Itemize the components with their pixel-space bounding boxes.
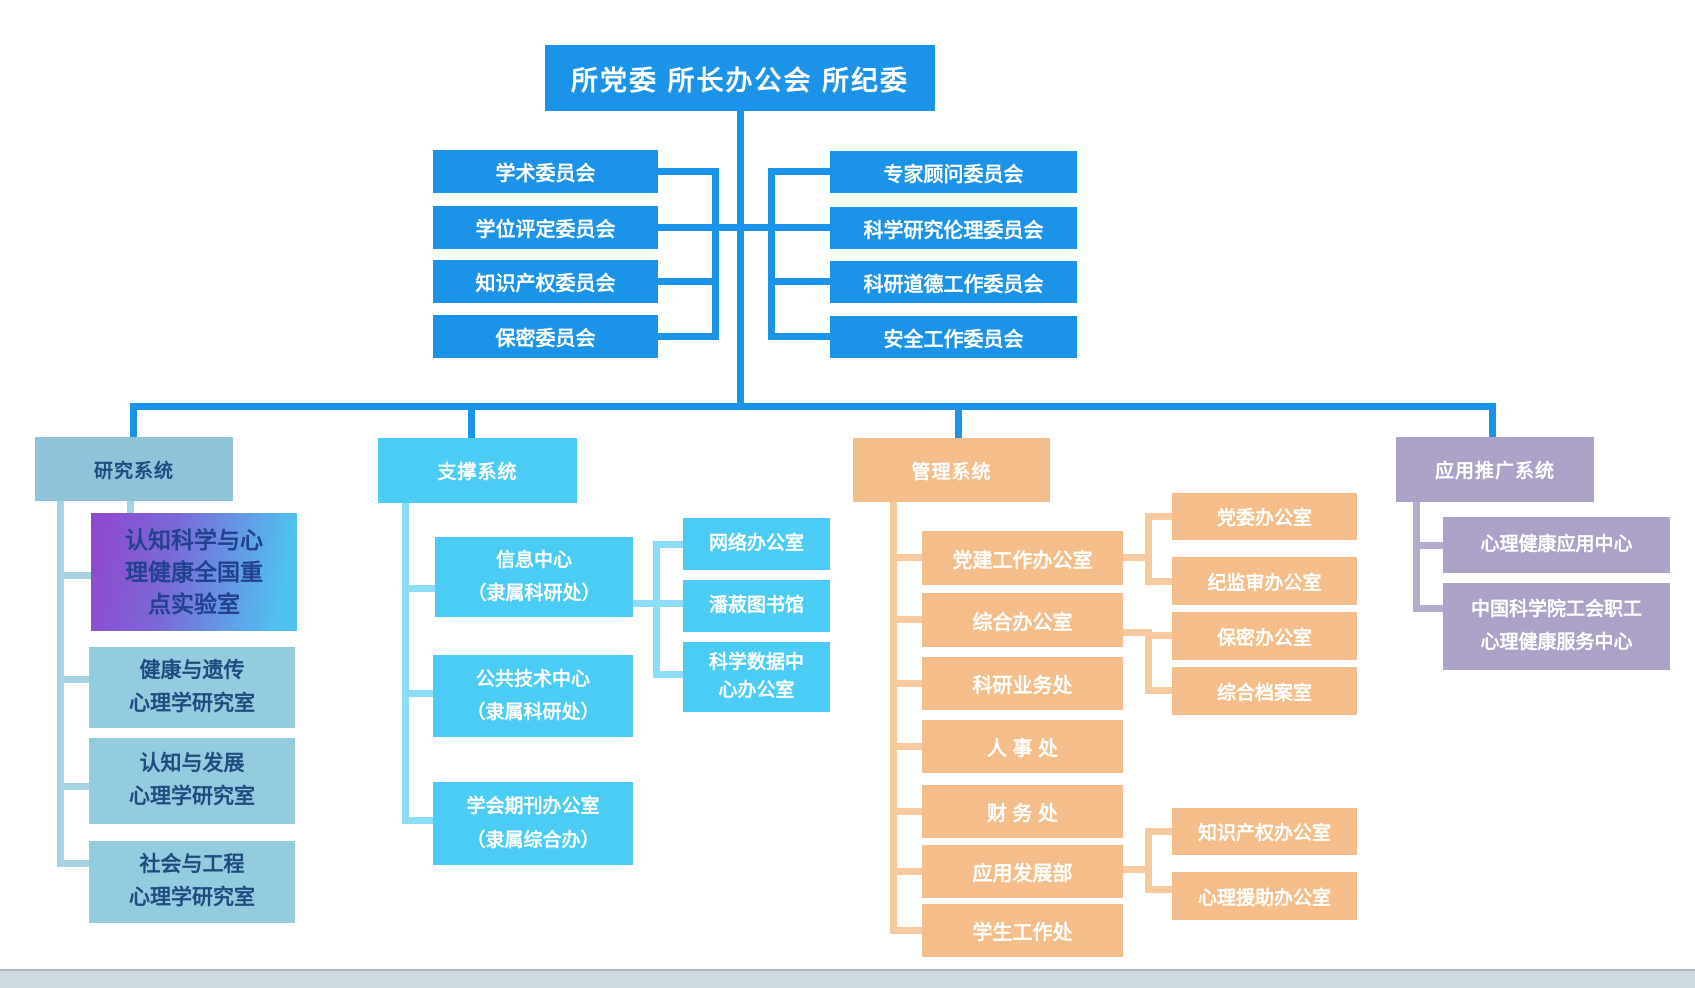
node-health-genetics-lab: 健康与遗传 心理学研究室: [89, 647, 295, 728]
connector-general-bracket: [1145, 629, 1152, 694]
committee-intellectual-property: 知识产权委员会: [433, 260, 658, 303]
connector-promotion-spine: [1413, 502, 1420, 612]
committee-research-integrity: 科研道德工作委员会: [830, 261, 1077, 303]
node-archives-office: 综合档案室: [1172, 667, 1357, 715]
node-cognitive-development-lab: 认知与发展 心理学研究室: [89, 738, 295, 824]
committee-research-ethics: 科学研究伦理委员会: [830, 207, 1077, 249]
connector-general-office2: [1152, 687, 1172, 694]
connector-mgmt-dept6: [897, 868, 922, 875]
committee-academic: 学术委员会: [433, 150, 658, 193]
connector-general-office1: [1152, 632, 1172, 639]
connector-party-office1: [1152, 513, 1172, 520]
connector-party-out: [1123, 554, 1152, 561]
connector-general-out: [1123, 629, 1152, 636]
node-hr-division: 人 事 处: [922, 720, 1123, 773]
committee-safety-work: 安全工作委员会: [830, 316, 1077, 358]
node-network-office: 网络办公室: [683, 518, 830, 570]
connector-research-spine: [57, 501, 64, 867]
connector-stub-support: [468, 410, 475, 438]
node-panshu-library: 潘菽图书馆: [683, 580, 830, 632]
connector-support-spine: [402, 503, 409, 824]
connector-mgmt-dept1: [897, 554, 922, 561]
connector-stub-management: [955, 410, 962, 438]
connector-support-tech: [409, 690, 433, 697]
connector-mgmt-dept2: [897, 616, 922, 623]
connector-research-lab1: [64, 676, 89, 683]
connector-committee-right-4: [775, 333, 830, 340]
node-finance-division: 财 务 处: [922, 785, 1123, 838]
connector-support-journal: [409, 817, 433, 824]
committee-degree-evaluation: 学位评定委员会: [433, 206, 658, 249]
node-science-data-center-office: 科学数据中 心办公室: [683, 642, 830, 712]
node-psychological-aid-office: 心理援助办公室: [1172, 872, 1357, 920]
connector-research-keylab: [64, 572, 91, 579]
node-confidentiality-office: 保密办公室: [1172, 612, 1357, 660]
connector-stub-promotion: [1489, 410, 1496, 437]
connector-research-lab3: [64, 860, 89, 867]
branch-research-system: 研究系统: [35, 437, 233, 501]
connector-appdev-office1: [1152, 828, 1172, 835]
node-society-journal-office: 学会期刊办公室 （隶属综合办）: [433, 782, 633, 865]
connector-committee-right-3: [775, 278, 830, 285]
connector-support-info: [409, 585, 435, 592]
connector-appdev-bracket: [1145, 828, 1152, 893]
connector-mgmt-dept7: [897, 927, 922, 934]
node-key-laboratory: 认知科学与心 理健康全国重 点实验室: [91, 513, 297, 631]
connector-committee-left-3: [658, 278, 719, 285]
bottom-scrollbar-track: [0, 969, 1695, 988]
node-information-center: 信息中心 （隶属科研处）: [435, 537, 633, 617]
node-party-building-office: 党建工作办公室: [922, 531, 1123, 585]
node-student-affairs-division: 学生工作处: [922, 904, 1123, 957]
connector-info-network: [660, 541, 683, 548]
connector-committee-left-bracket: [712, 168, 719, 340]
connector-mgmt-dept4: [897, 743, 922, 750]
connector-promotion-center2: [1420, 605, 1443, 612]
branch-management-system: 管理系统: [853, 438, 1050, 502]
node-discipline-audit-office: 纪监审办公室: [1172, 557, 1357, 605]
committee-confidentiality: 保密委员会: [433, 315, 658, 358]
connector-info-datacenter: [660, 671, 683, 678]
connector-committee-left-1: [658, 168, 719, 175]
node-public-technology-center: 公共技术中心 （隶属科研处）: [433, 655, 633, 737]
connector-mgmt-dept5: [897, 808, 922, 815]
connector-info-bracket: [653, 541, 660, 678]
connector-research-lab2: [64, 783, 89, 790]
connector-management-spine: [890, 502, 897, 934]
connector-promotion-center1: [1420, 542, 1443, 549]
node-party-committee-office: 党委办公室: [1172, 493, 1357, 540]
node-general-office: 综合办公室: [922, 593, 1123, 647]
node-application-development-dept: 应用发展部: [922, 845, 1123, 898]
connector-party-office2: [1152, 578, 1172, 585]
connector-party-bracket: [1145, 513, 1152, 585]
root-node: 所党委 所长办公会 所纪委: [545, 45, 935, 111]
connector-appdev-out: [1123, 866, 1152, 873]
connector-research-center-stub: [127, 501, 134, 514]
connector-appdev-office2: [1152, 886, 1172, 893]
node-mental-health-application-center: 心理健康应用中心: [1443, 517, 1670, 573]
connector-committee-cross: [658, 224, 830, 231]
node-ip-office: 知识产权办公室: [1172, 808, 1357, 855]
committee-expert-advisory: 专家顾问委员会: [830, 151, 1077, 193]
branch-promotion-system: 应用推广系统: [1396, 437, 1594, 502]
node-research-affairs-division: 科研业务处: [922, 657, 1123, 710]
connector-committee-right-1: [775, 168, 830, 175]
connector-mgmt-dept3: [897, 680, 922, 687]
connector-committee-left-4: [658, 333, 719, 340]
connector-committee-right-bracket: [768, 168, 775, 340]
node-social-engineering-lab: 社会与工程 心理学研究室: [89, 841, 295, 923]
connector-branch-line: [130, 403, 1496, 410]
connector-stub-research: [130, 410, 137, 437]
connector-root-spine: [737, 110, 744, 403]
node-union-mental-health-service-center: 中国科学院工会职工 心理健康服务中心: [1443, 583, 1670, 670]
branch-support-system: 支撑系统: [378, 438, 577, 503]
